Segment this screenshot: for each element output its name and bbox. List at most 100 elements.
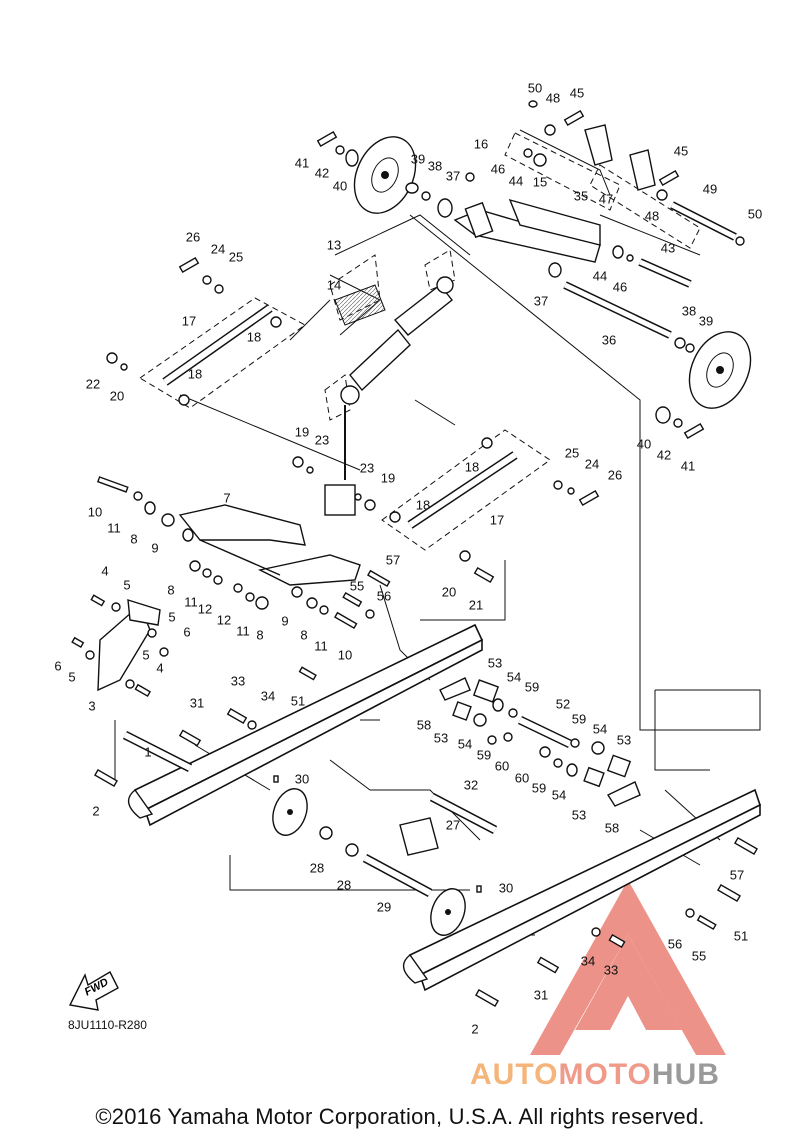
callout-6: 6 [183,624,190,639]
callout-24: 24 [585,456,599,471]
callout-34: 34 [581,953,595,968]
callout-45: 45 [674,143,688,158]
callout-23: 23 [360,460,374,475]
callout-6: 6 [54,658,61,673]
callout-43: 43 [661,240,675,255]
callout-50: 50 [748,206,762,221]
idler-wheel-lower-left [272,788,308,836]
callout-34: 34 [261,688,275,703]
callout-8: 8 [256,627,263,642]
shaft-29 [362,854,433,897]
callout-48: 48 [645,208,659,223]
callout-8: 8 [300,627,307,642]
callout-23: 23 [315,432,329,447]
callout-10: 10 [88,504,102,519]
callout-36: 36 [602,332,616,347]
bracket-47 [584,124,656,191]
assembly-outlines [139,132,701,551]
watermark-part-hub: HUB [651,1058,720,1091]
callout-59: 59 [525,679,539,694]
callout-38: 38 [682,303,696,318]
callout-60: 60 [495,758,509,773]
callout-46: 46 [491,161,505,176]
callout-27: 27 [446,817,460,832]
copyright-notice: ©2016 Yamaha Motor Corporation, U.S.A. A… [95,1104,705,1129]
callout-28: 28 [310,860,324,875]
callout-38: 38 [428,158,442,173]
callout-41: 41 [681,458,695,473]
callout-48: 48 [546,90,560,105]
callout-24: 24 [211,241,225,256]
drawing-code: 8JU1110-R280 [68,1018,147,1032]
callout-33: 33 [604,962,618,977]
callout-59: 59 [477,747,491,762]
callout-7: 7 [223,490,230,505]
callout-44: 44 [509,173,523,188]
callout-53: 53 [434,730,448,745]
idler-wheel-upper-right [688,331,752,409]
watermark-triangle [530,880,726,1055]
callout-49: 49 [703,181,717,196]
callout-15: 15 [533,174,547,189]
callout-13: 13 [327,237,341,252]
callout-32: 32 [464,777,478,792]
callout-60: 60 [515,770,529,785]
callout-2: 2 [92,803,99,818]
callout-47: 47 [599,191,613,206]
callout-2: 2 [471,1021,478,1036]
callout-46: 46 [613,279,627,294]
callout-11: 11 [184,594,198,609]
callout-19: 19 [295,424,309,439]
shaft-32 [429,793,498,834]
stopper-3 [97,599,161,692]
callout-53: 53 [617,732,631,747]
callout-40: 40 [637,436,651,451]
slide-rail-right [402,788,761,992]
callout-17: 17 [490,512,504,527]
callout-20: 20 [110,388,124,403]
front-arm-7 [178,504,361,586]
callout-4: 4 [101,563,108,578]
idler-wheel-lower-right [430,888,466,936]
callout-51: 51 [291,693,305,708]
callout-57: 57 [386,552,400,567]
watermark-logo: AUTOMOTOHUB [470,1058,720,1092]
slide-rail-left [127,623,484,827]
watermark-part-auto: AUTO [470,1058,559,1091]
callout-28: 28 [337,877,351,892]
callout-11: 11 [107,520,121,535]
callout-8: 8 [167,582,174,597]
callout-18: 18 [247,329,261,344]
callout-54: 54 [552,787,566,802]
callout-35: 35 [574,188,588,203]
callout-55: 55 [350,578,364,593]
callout-54: 54 [507,669,521,684]
callout-41: 41 [295,155,309,170]
callout-54: 54 [458,736,472,751]
callout-10: 10 [338,647,352,662]
callout-54: 54 [593,721,607,736]
callout-5: 5 [142,647,149,662]
decal-14 [334,284,386,326]
callout-18: 18 [188,366,202,381]
callout-8: 8 [130,531,137,546]
callout-4: 4 [156,660,163,675]
shaft-36 [563,281,672,339]
callout-31: 31 [190,695,204,710]
shaft-52 [518,715,572,749]
callout-44: 44 [593,268,607,283]
callout-9: 9 [151,540,158,555]
callout-57: 57 [730,867,744,882]
callout-56: 56 [668,936,682,951]
link-17-lower [407,451,518,529]
callout-56: 56 [377,588,391,603]
callout-18: 18 [465,459,479,474]
callout-31: 31 [534,987,548,1002]
callout-58: 58 [417,717,431,732]
callout-11: 11 [236,623,250,638]
shaft-43 [638,258,692,288]
callout-39: 39 [699,313,713,328]
callout-20: 20 [442,584,456,599]
callout-5: 5 [68,669,75,684]
